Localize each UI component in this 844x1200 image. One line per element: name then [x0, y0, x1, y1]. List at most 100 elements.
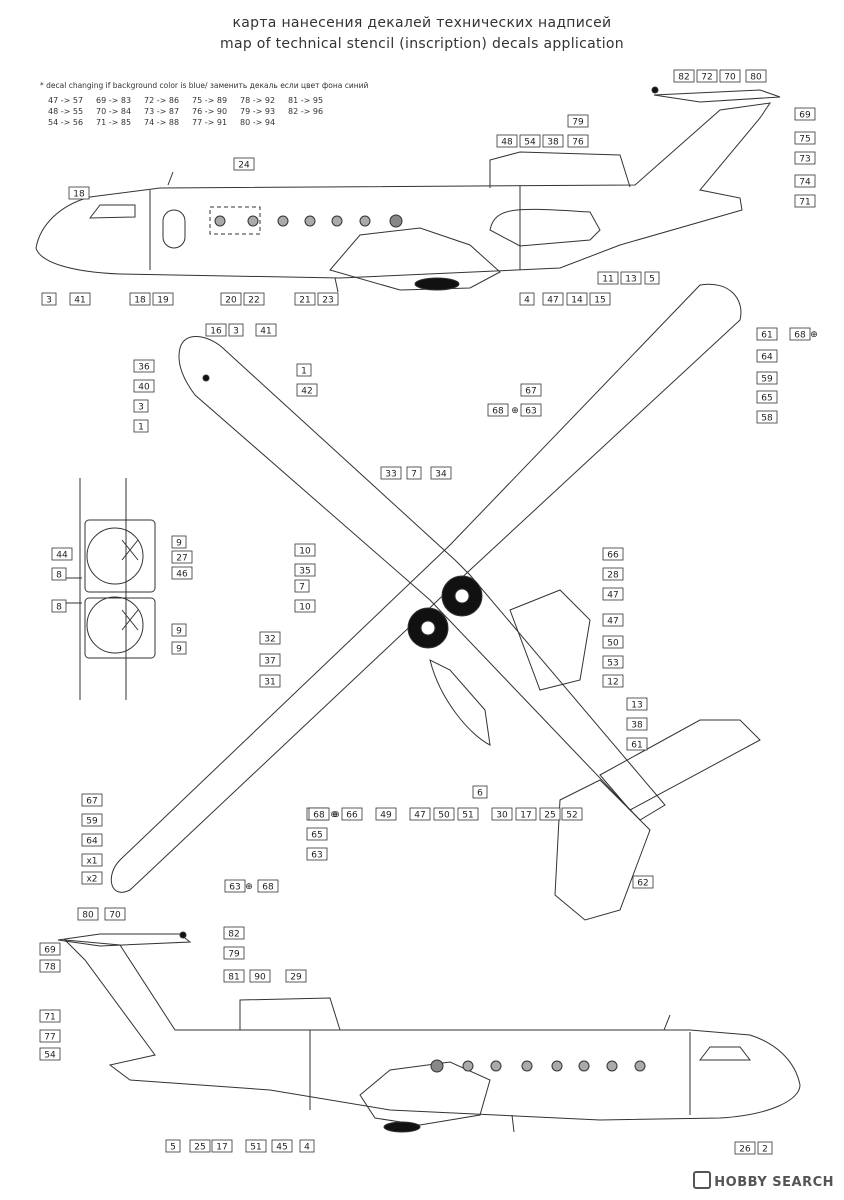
decal-label-box [719, 69, 741, 83]
decal-label-box [81, 871, 103, 885]
decal-label-box [39, 1047, 61, 1061]
decal-label-number: 13 [631, 701, 642, 711]
decal-label-inset: 44 [51, 547, 73, 561]
circle-plus-icon: ⊕ [245, 882, 253, 892]
decal-label-number: 27 [176, 554, 187, 564]
decal-label-box [299, 1139, 315, 1153]
decal-label-plan: 17 [515, 807, 537, 821]
decal-label-plan: 28 [602, 567, 624, 581]
decal-label-side_top: 73 [794, 151, 816, 165]
decal-label-number: 33 [385, 470, 396, 480]
decal-label-number: 51 [250, 1143, 261, 1153]
decal-label-box [171, 535, 187, 549]
decal-label-plan: 49 [375, 807, 397, 821]
decal-label-plan: 47 [602, 613, 624, 627]
decal-label-side_bottom: 2 [757, 1141, 773, 1155]
decal-label-box [81, 813, 103, 827]
decal-label-box [602, 655, 624, 669]
decal-label-plan: 16 [205, 323, 227, 337]
decal-label-box [756, 327, 778, 341]
decal-label-plan: 7 [406, 466, 422, 480]
decal-label-number: 63 [525, 407, 536, 417]
decal-label-number: 51 [462, 811, 473, 821]
decal-label-number: 3 [233, 327, 239, 337]
decal-label-box [249, 969, 271, 983]
decal-label-side_bottom: 25 [189, 1139, 211, 1153]
decal-label-number: 7 [299, 583, 305, 593]
decal-label-number: 48 [501, 138, 513, 148]
decal-label-number: 71 [799, 198, 810, 208]
decal-label-side_bottom: 90 [249, 969, 271, 983]
decal-label-plan: x2 [81, 871, 103, 885]
decal-note: * decal changing if background color is … [40, 81, 369, 90]
title-english: map of technical stencil (inscription) d… [220, 36, 624, 52]
decal-label-number: 82 [228, 930, 239, 940]
decal-label-number: 34 [435, 470, 447, 480]
decal-label-number: 68 [794, 331, 806, 341]
decal-label-number: 2 [762, 1145, 768, 1155]
decal-label-plan: 41 [255, 323, 277, 337]
decal-label-plan: 68 [487, 403, 509, 417]
decal-label-box [233, 157, 255, 171]
decal-label-box [133, 419, 149, 433]
decal-label-inset: 9 [171, 623, 187, 637]
decal-label-inset: 9 [171, 641, 187, 655]
decal-label-box [306, 847, 328, 861]
decal-label-side_bottom: 80 [77, 907, 99, 921]
decal-label-box [734, 1141, 756, 1155]
decal-label-number: 46 [176, 570, 188, 580]
decal-label-side_top: 82 [673, 69, 695, 83]
decal-label-box [259, 631, 281, 645]
decal-label-box [296, 363, 312, 377]
decal-label-number: 30 [496, 811, 508, 821]
decal-label-plan: 32 [259, 631, 281, 645]
decal-label-number: 80 [750, 73, 762, 83]
decal-label-number: 8 [56, 603, 62, 613]
decal-label-number: 78 [44, 963, 56, 973]
decal-label-side_top: 75 [794, 131, 816, 145]
decal-label-number: 77 [44, 1033, 55, 1043]
decal-label-number: 3 [138, 403, 144, 413]
decal-label-side_bottom: 79 [223, 946, 245, 960]
decal-label-box [542, 292, 564, 306]
decal-label-side_top: 3 [41, 292, 57, 306]
decal-label-box [794, 174, 816, 188]
replacement-cell: 72 -> 86 [144, 96, 180, 105]
decal-label-plan: 6 [472, 785, 488, 799]
decal-label-box [602, 613, 624, 627]
decal-label-number: 64 [761, 353, 773, 363]
decal-label-number: 4 [304, 1143, 310, 1153]
decal-label-side_top: 4 [519, 292, 535, 306]
decal-label-number: 7 [411, 470, 417, 480]
decal-label-number: 1 [301, 367, 307, 377]
decal-label-side_top: 19 [152, 292, 174, 306]
decal-label-plan: 59 [756, 371, 778, 385]
decal-label-box [171, 623, 187, 637]
decal-label-side_bottom: 5 [165, 1139, 181, 1153]
decal-label-box [602, 635, 624, 649]
decal-label-number: 66 [346, 811, 358, 821]
decal-label-plan: 65 [306, 827, 328, 841]
decal-label-number: 25 [194, 1143, 205, 1153]
decal-label-box [255, 323, 277, 337]
decal-label-number: 16 [210, 327, 222, 337]
decal-label-box [171, 550, 193, 564]
decal-label-number: 28 [607, 571, 619, 581]
decal-label-number: 69 [44, 946, 56, 956]
decal-label-number: 64 [86, 837, 98, 847]
decal-label-box [81, 853, 103, 867]
decal-label-side_top: 11 [597, 271, 619, 285]
decal-label-side_bottom: 54 [39, 1047, 61, 1061]
decal-label-box [409, 807, 431, 821]
decal-label-box [294, 543, 316, 557]
decal-label-box [597, 271, 619, 285]
decal-label-box [794, 194, 816, 208]
decal-label-box [220, 292, 242, 306]
decal-label-side_top: 76 [567, 134, 589, 148]
decal-label-number: 24 [238, 161, 250, 171]
decal-label-box [223, 926, 245, 940]
hobby-search-logo-icon [693, 1171, 712, 1189]
decal-label-box [491, 807, 513, 821]
aircraft-plan-view [110, 283, 761, 921]
